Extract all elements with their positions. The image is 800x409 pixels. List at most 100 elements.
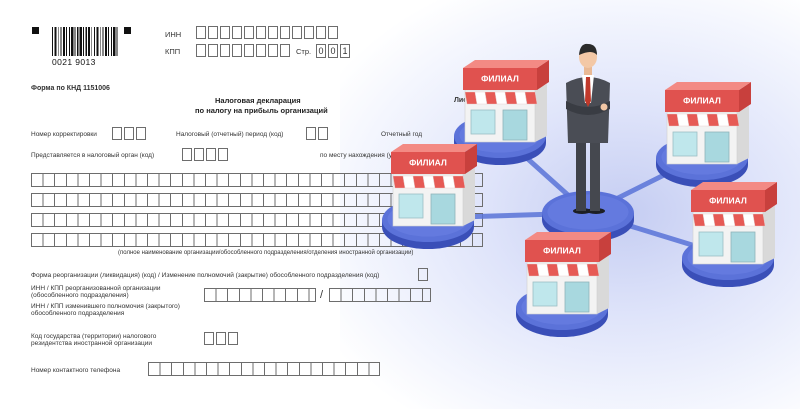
hand <box>600 103 608 111</box>
input-cell[interactable] <box>208 44 218 57</box>
input-cell[interactable] <box>292 26 302 39</box>
org-name-row[interactable] <box>31 193 483 207</box>
branch-sign-text: ФИЛИАЛ <box>543 246 581 256</box>
input-cell[interactable] <box>268 44 278 57</box>
branch-sign-text: ФИЛИАЛ <box>409 158 447 168</box>
branch-sign-text: ФИЛИАЛ <box>481 74 519 84</box>
country-code-cells[interactable] <box>204 332 240 345</box>
input-cell[interactable] <box>328 26 338 39</box>
input-cell[interactable] <box>216 332 226 345</box>
input-cell[interactable] <box>232 44 242 57</box>
period-cells[interactable] <box>306 127 330 140</box>
inn-cells[interactable] <box>196 26 340 39</box>
form-title-line1: Налоговая декларация <box>215 96 301 105</box>
branch-shop: ФИЛИАЛ <box>525 232 611 315</box>
input-cell[interactable] <box>206 148 216 161</box>
input-cell[interactable] <box>232 26 242 39</box>
inn-label: ИНН <box>165 30 182 39</box>
input-cell[interactable] <box>318 127 328 140</box>
crossed-arms <box>566 101 610 115</box>
authority-label: Представляется в налоговый орган (код) <box>31 152 155 159</box>
reorg-kpp-cells[interactable] <box>329 288 431 302</box>
barcode <box>52 27 118 56</box>
phone-cells[interactable] <box>148 362 380 376</box>
input-cell[interactable] <box>182 148 192 161</box>
hair <box>579 43 597 55</box>
branch-shop: ФИЛИАЛ <box>391 144 477 227</box>
shop-door <box>704 131 730 163</box>
input-cell[interactable] <box>280 26 290 39</box>
kpp-label: КПП <box>165 47 181 56</box>
branch-shop: ФИЛИАЛ <box>665 82 751 165</box>
input-cell[interactable] <box>204 332 214 345</box>
shop-window <box>532 281 558 307</box>
form-title-line2: по налогу на прибыль организаций <box>195 106 328 115</box>
country-code-label: Код государства (территории) налогового … <box>31 333 157 348</box>
shop-window <box>698 231 724 257</box>
shop-door <box>730 231 756 263</box>
leg <box>590 141 600 211</box>
branch-shop: ФИЛИАЛ <box>691 182 777 265</box>
leg <box>576 141 586 211</box>
barcode-number: 0021 9013 <box>52 57 96 67</box>
kpp-cells[interactable] <box>196 44 292 57</box>
correction-label: Номер корректировки <box>31 131 97 138</box>
shop-window <box>470 109 496 135</box>
org-name-caption: (полное наименование организации/обособл… <box>118 250 414 256</box>
corner-marker <box>32 27 39 34</box>
branch-sign-text: ФИЛИАЛ <box>683 96 721 106</box>
input-cell[interactable] <box>220 44 230 57</box>
input-cell[interactable] <box>194 148 204 161</box>
org-name-row[interactable] <box>31 213 483 227</box>
phone-label: Номер контактного телефона <box>31 367 121 374</box>
inn-kpp-change-label: ИНН / КПП изменившего полномочия (закрыт… <box>31 303 180 318</box>
input-cell[interactable] <box>244 44 254 57</box>
neck <box>584 67 592 75</box>
input-cell[interactable] <box>256 26 266 39</box>
page-number: 0 0 1 <box>316 44 352 58</box>
branch-shop: ФИЛИАЛ <box>463 60 549 143</box>
input-cell[interactable] <box>112 127 122 140</box>
input-cell[interactable] <box>304 26 314 39</box>
input-cell[interactable] <box>306 127 316 140</box>
shop-door <box>564 281 590 313</box>
shop-window <box>672 131 698 157</box>
input-cell[interactable] <box>256 44 266 57</box>
input-cell[interactable] <box>280 44 290 57</box>
input-cell[interactable] <box>208 26 218 39</box>
inn-kpp-reorg-label: ИНН / КПП реорганизованной организации (… <box>31 285 161 300</box>
input-cell[interactable] <box>124 127 134 140</box>
input-cell[interactable] <box>218 148 228 161</box>
corner-marker <box>124 27 131 34</box>
correction-cells[interactable] <box>112 127 148 140</box>
input-cell[interactable] <box>136 127 146 140</box>
branch-sign-text: ФИЛИАЛ <box>709 196 747 206</box>
reorg-inn-cells[interactable] <box>204 288 316 302</box>
branch-shops: ФИЛИАЛ ФИЛИАЛ ФИЛИАЛ ФИЛИАЛ ФИЛИАЛ <box>391 60 777 315</box>
location-label: по месту нахождения (учета) (код) <box>320 152 424 159</box>
reorg-cells[interactable] <box>418 268 430 281</box>
input-cell[interactable] <box>268 26 278 39</box>
businessman-figure <box>566 43 610 214</box>
input-cell[interactable] <box>220 26 230 39</box>
year-label: Отчетный год <box>381 131 422 138</box>
input-cell[interactable] <box>244 26 254 39</box>
form-code: Форма по КНД 1151006 <box>31 85 110 92</box>
reorg-label: Форма реорганизации (ликвидация) (код) /… <box>31 272 380 279</box>
shop-door <box>502 109 528 141</box>
period-label: Налоговый (отчетный) период (код) <box>176 131 284 138</box>
authority-cells[interactable] <box>182 148 230 161</box>
page-label: Стр. <box>296 47 312 56</box>
input-cell[interactable] <box>196 44 206 57</box>
input-cell[interactable] <box>196 26 206 39</box>
tie <box>585 77 591 107</box>
input-cell[interactable] <box>228 332 238 345</box>
input-cell[interactable] <box>316 26 326 39</box>
org-name-row[interactable] <box>31 173 483 187</box>
input-cell[interactable] <box>418 268 428 281</box>
org-name-row[interactable] <box>31 233 483 247</box>
page-digit: 0 <box>328 44 338 58</box>
shop-door <box>430 193 456 225</box>
